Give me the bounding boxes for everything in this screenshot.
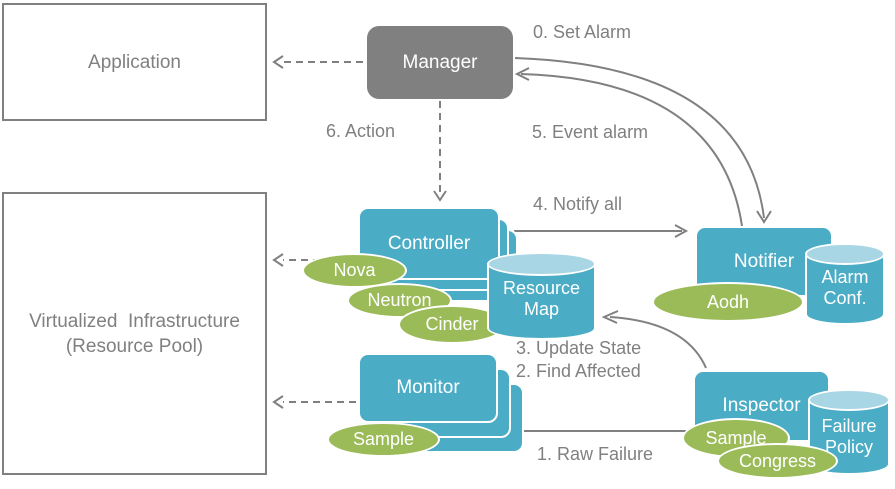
alarm-conf-label: Alarm Conf.: [821, 267, 869, 308]
step-label-action: 6. Action: [326, 121, 396, 141]
failure-policy-cylinder-body: [808, 400, 890, 475]
arrow-set-alarm-icon: [514, 57, 772, 224]
alarm-conf-cylinder: Alarm Conf.: [805, 243, 885, 325]
arrow-notify-all-icon: [514, 224, 689, 238]
arrow-manager-to-controller-icon: [433, 101, 447, 202]
alarm-conf-cylinder-top: [805, 243, 885, 265]
alarm-conf-cylinder-body: [805, 254, 885, 325]
failure-policy-cylinder-top: [808, 389, 890, 411]
step-label-raw-failure: 1. Raw Failure: [537, 444, 654, 464]
controller-label: Controller: [387, 232, 471, 254]
cinder-label: Cinder: [425, 314, 479, 334]
failure-policy-label: Failure Policy: [821, 416, 877, 457]
manager-box: Manager: [367, 26, 513, 99]
monitor-layer-front: [358, 353, 498, 423]
step-label-notify-all: 4. Notify all: [533, 194, 623, 214]
resource-map-cylinder: Resource Map: [487, 252, 596, 340]
sample-inspector-label: Sample: [705, 427, 767, 448]
arrow-update-state-icon: [601, 310, 707, 369]
notifier-label: Notifier: [733, 250, 795, 272]
congress-label: Congress: [738, 450, 817, 471]
resource-map-cylinder-body: [487, 264, 596, 340]
step-label-update-state: 3. Update State: [516, 338, 642, 358]
congress-plugin-ellipse: Congress: [717, 443, 838, 479]
aodh-plugin-ellipse: Aodh: [652, 282, 804, 322]
virtualized-infrastructure-box: Virtualized Infrastructure (Resource Poo…: [2, 192, 267, 475]
arrow-event-alarm-icon: [514, 67, 743, 227]
application-box: Application: [2, 3, 267, 121]
manager-label: Manager: [402, 51, 478, 73]
aodh-label: Aodh: [706, 291, 750, 312]
neutron-label: Neutron: [367, 290, 432, 310]
application-label: Application: [88, 51, 181, 73]
inspector-label: Inspector: [722, 395, 801, 416]
nova-label: Nova: [333, 260, 376, 280]
sample-monitor-plugin-ellipse: Sample: [327, 422, 440, 457]
resource-map-cylinder-top: [487, 252, 596, 276]
arrow-monitor-to-infrastructure-icon: [272, 395, 356, 409]
step-label-find-affected: 2. Find Affected: [516, 361, 641, 381]
step-label-event-alarm: 5. Event alarm: [532, 122, 649, 142]
nova-plugin-ellipse: Nova: [302, 253, 407, 288]
sample-monitor-label: Sample: [352, 429, 415, 449]
virtualized-infrastructure-label: Virtualized Infrastructure (Resource Poo…: [29, 310, 240, 357]
monitor-label: Monitor: [396, 377, 460, 398]
resource-map-label: Resource Map: [502, 278, 581, 319]
failure-policy-cylinder: Failure Policy: [808, 389, 890, 475]
step-label-set-alarm: 0. Set Alarm: [533, 22, 632, 42]
arrow-manager-to-application-icon: [272, 55, 363, 69]
